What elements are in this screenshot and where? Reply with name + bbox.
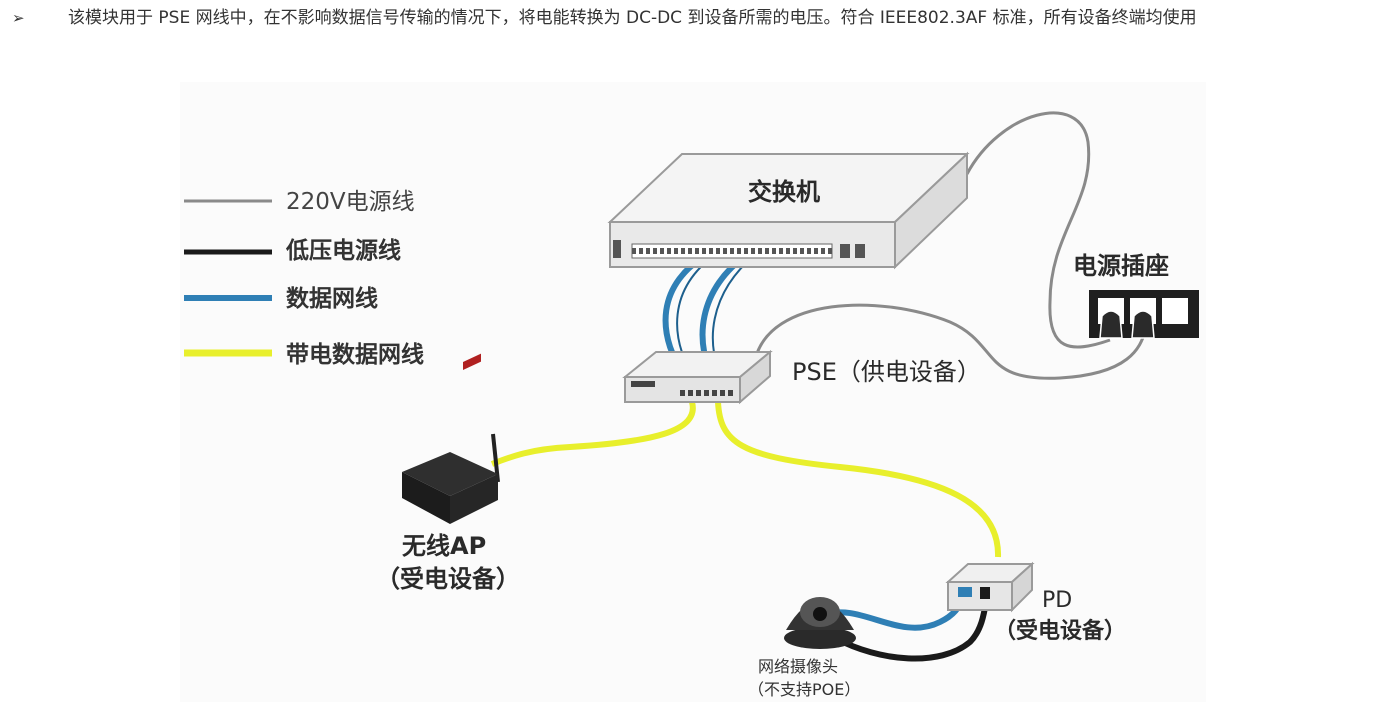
power-plug-2-icon (1131, 310, 1155, 339)
pd-port-power-icon (980, 587, 990, 599)
pse-label: PSE（供电设备） (792, 358, 981, 386)
legend-item-data-cable: 数据网线 (184, 285, 378, 312)
legend-item-220v: 220V电源线 (184, 189, 415, 215)
cable-poe-pse-to-ap (490, 401, 696, 467)
pse-front-face (624, 376, 741, 403)
network-camera-device-icon: 网络摄像头 （不支持POE） (748, 597, 860, 699)
legend-label-data-cable: 数据网线 (286, 285, 378, 312)
ap-label-line1: 无线AP (402, 532, 486, 560)
description-text: 该模块用于 PSE 网线中，在不影响数据信号传输的情况下，将电能转换为 DC-D… (68, 8, 1197, 28)
legend-item-poe-cable: 带电数据网线 (184, 341, 424, 368)
wireless-ap-device-icon: 无线AP （受电设备） (376, 353, 520, 593)
pd-side-face (1011, 561, 1033, 613)
switch-ports-icon (631, 243, 865, 259)
pse-side-face (739, 349, 771, 405)
legend-item-low-voltage: 低压电源线 (184, 237, 401, 264)
cable-220v-pse-to-socket (753, 303, 1147, 380)
poe-network-diagram: 220V电源线 低压电源线 数据网线 带电数据网线 (180, 82, 1206, 702)
camera-lens-icon (813, 607, 827, 621)
switch-led-icon (613, 240, 621, 258)
power-socket-outlet-3-icon (1162, 298, 1188, 324)
bullet-arrow-icon: ➢ (12, 9, 25, 27)
legend-label-low-voltage: 低压电源线 (285, 237, 401, 264)
pd-port-data-icon (958, 587, 972, 597)
ap-label-line2: （受电设备） (376, 565, 520, 593)
switch-device-icon: 交换机 (607, 151, 970, 270)
ap-left-face (402, 472, 450, 524)
ap-led-icon (463, 353, 481, 371)
switch-label: 交换机 (748, 178, 820, 206)
power-socket-icon: 电源插座 (1073, 252, 1199, 339)
ap-right-face (450, 474, 498, 524)
pd-label-line1: PD (1042, 588, 1072, 613)
camera-base-icon (784, 627, 856, 649)
pse-device-icon: PSE（供电设备） (622, 349, 981, 405)
legend-label-220v: 220V电源线 (286, 189, 415, 215)
camera-label-line2: （不支持POE） (748, 680, 860, 699)
description-paragraph: ➢ 该模块用于 PSE 网线中，在不影响数据信号传输的情况下，将电能转换为 DC… (0, 0, 1390, 72)
pse-brand-badge-icon (631, 381, 655, 387)
switch-side-face (894, 151, 968, 270)
legend-label-poe-cable: 带电数据网线 (286, 341, 424, 368)
power-socket-label: 电源插座 (1073, 252, 1169, 280)
cable-poe-pse-to-pd (715, 401, 1002, 558)
camera-label-line1: 网络摄像头 (758, 657, 838, 676)
cable-220v-switch-to-socket (965, 111, 1111, 349)
pd-label-line2: （受电设备） (994, 618, 1126, 644)
power-plug-1-icon (1099, 310, 1123, 339)
legend: 220V电源线 低压电源线 数据网线 带电数据网线 (184, 189, 424, 368)
pd-device-icon: PD （受电设备） (945, 561, 1126, 644)
